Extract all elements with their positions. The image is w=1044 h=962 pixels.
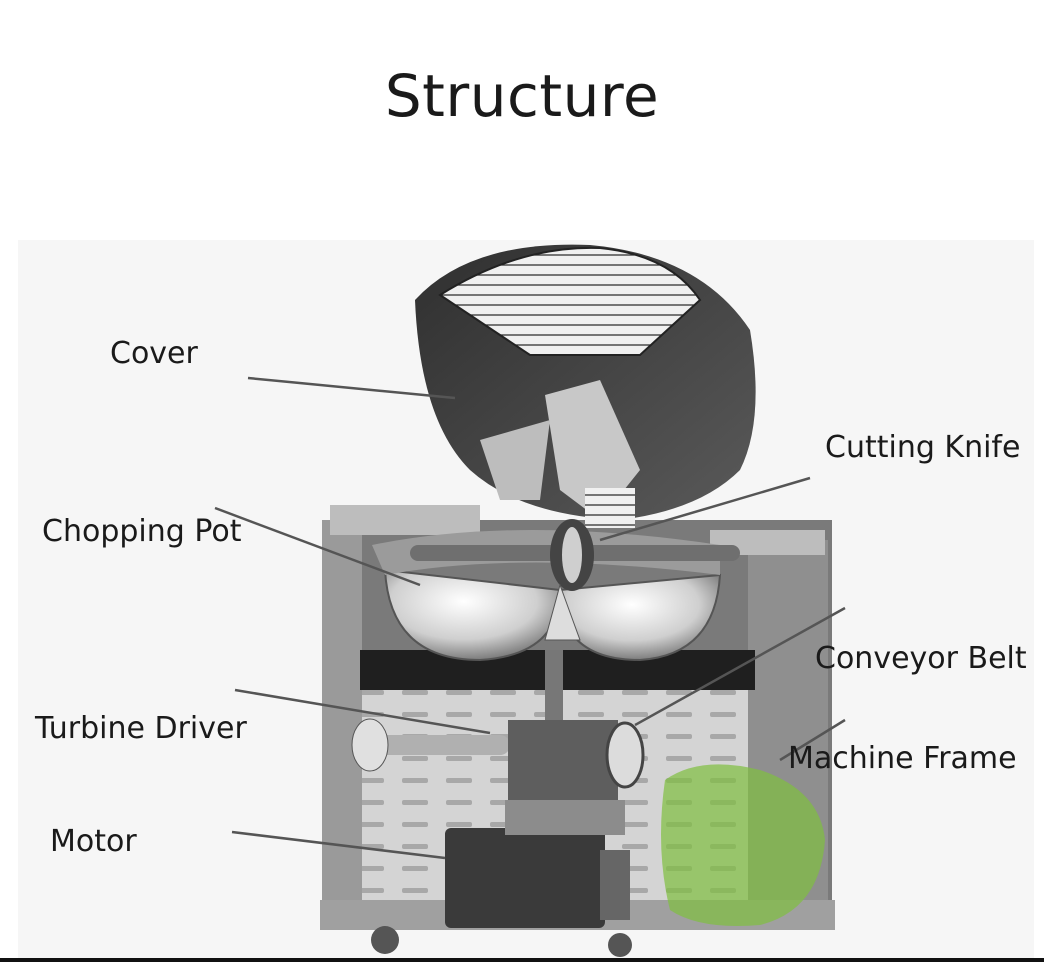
label-machine-frame: Machine Frame <box>788 741 1017 776</box>
turbine-driver <box>351 650 645 800</box>
label-chopping-pot: Chopping Pot <box>42 514 242 549</box>
page-title: Structure <box>384 62 660 130</box>
bottom-border <box>0 958 1044 962</box>
label-turbine-driver: Turbine Driver <box>35 711 247 746</box>
cover <box>415 244 756 528</box>
label-motor: Motor <box>50 824 137 859</box>
label-conveyor-belt: Conveyor Belt <box>815 641 1027 676</box>
leader-lines <box>214 376 846 860</box>
cutting-knife <box>410 519 740 641</box>
highlight-blob <box>661 764 825 926</box>
label-cutting-knife: Cutting Knife <box>825 430 1021 465</box>
label-cover: Cover <box>110 336 198 371</box>
motor <box>445 800 630 928</box>
